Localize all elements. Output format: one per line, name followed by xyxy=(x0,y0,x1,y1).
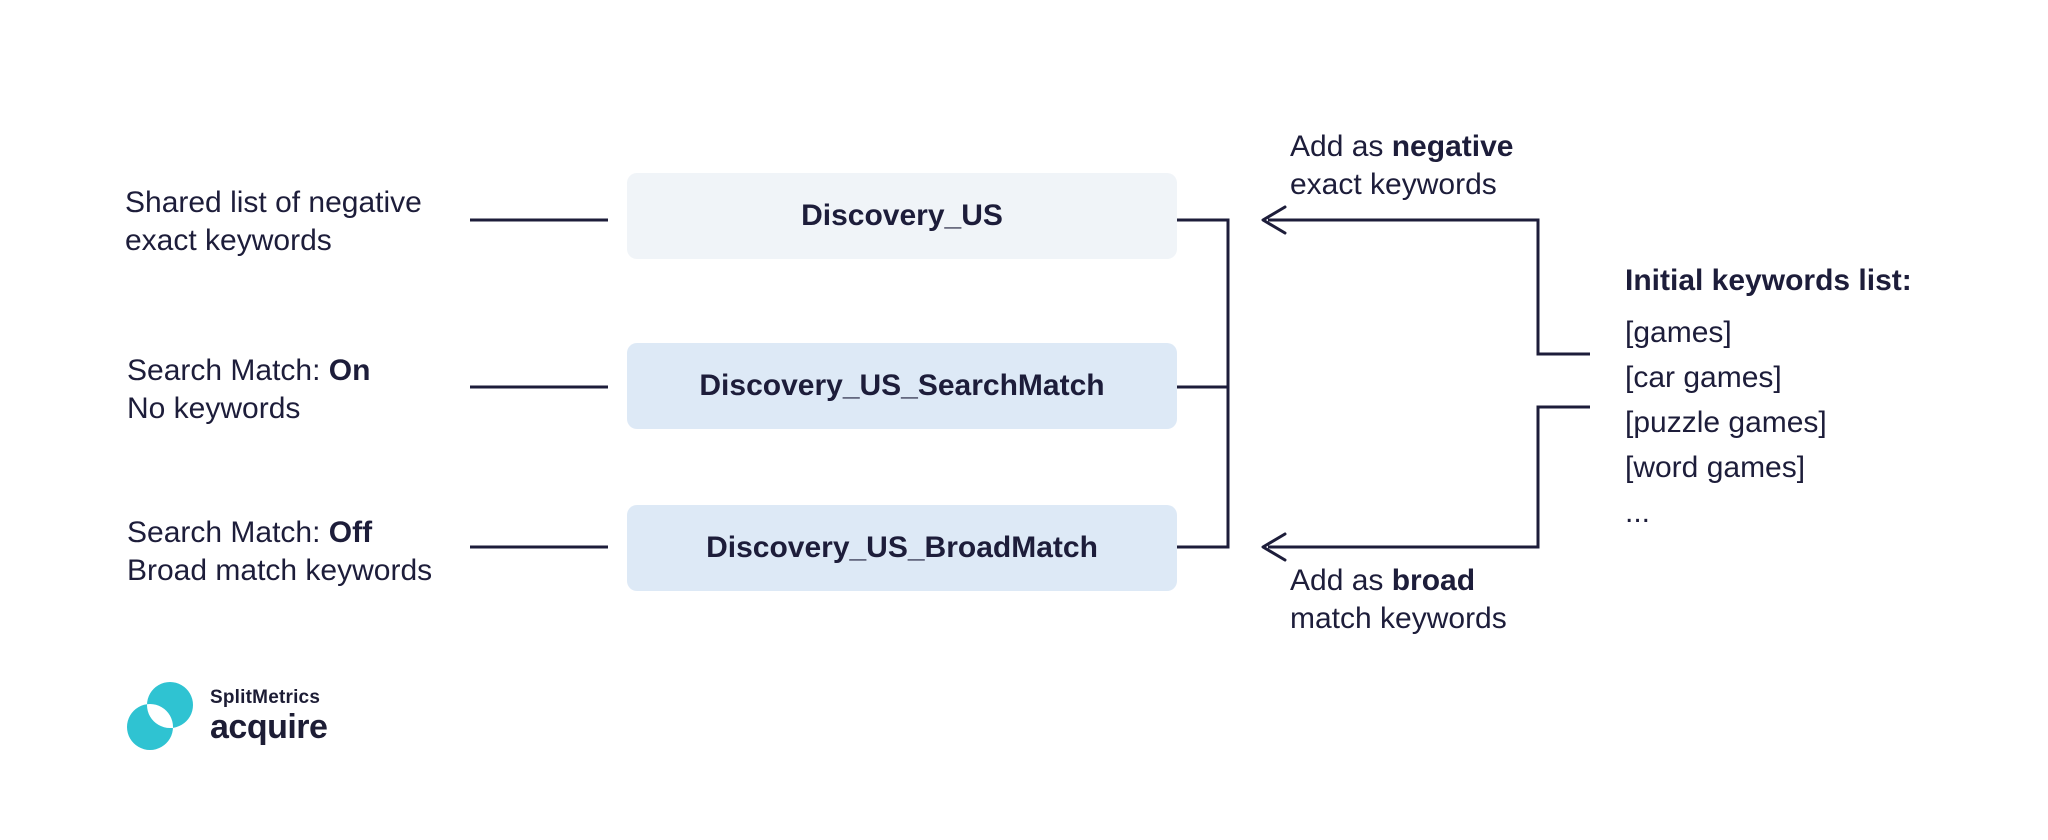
logo-product-text: acquire xyxy=(210,707,328,746)
logo-brand-text: SplitMetrics xyxy=(210,686,321,708)
venn-circles-icon xyxy=(127,682,194,750)
annotation-line: Shared list of negative xyxy=(125,186,422,219)
campaign-box-discovery-us: Discovery_US xyxy=(627,173,1177,259)
keywords-panel: Initial keywords list: [games] [car game… xyxy=(1625,262,1945,542)
annotation-line: Add as negative xyxy=(1290,130,1514,163)
keywords-panel-title: Initial keywords list: xyxy=(1625,264,1912,297)
splitmetrics-acquire-logo: SplitMetrics acquire xyxy=(118,678,328,752)
logo-text-block: SplitMetrics acquire xyxy=(210,686,328,746)
campaign-bracket-line xyxy=(1177,218,1230,549)
annotation-shared-negative-list: Shared list of negative exact keywords xyxy=(125,184,422,260)
negative-keywords-arrow-line xyxy=(1268,218,1590,356)
keyword-item: [car games] xyxy=(1625,361,1782,394)
annotation-line: Add as broad xyxy=(1290,564,1476,597)
keyword-item: ... xyxy=(1625,496,1651,529)
annotation-line: Search Match: Off xyxy=(127,516,373,549)
campaign-box-discovery-us-searchmatch: Discovery_US_SearchMatch xyxy=(627,343,1177,429)
annotation-line: Broad match keywords xyxy=(127,554,433,587)
keyword-item: [puzzle games] xyxy=(1625,406,1827,439)
broad-keywords-arrow-line xyxy=(1268,405,1590,549)
keyword-item: [games] xyxy=(1625,316,1732,349)
arrow-left-icon xyxy=(1261,205,1287,235)
annotation-line: Search Match: On xyxy=(127,354,371,387)
arrow-left-icon xyxy=(1261,532,1287,562)
annotation-add-negative-exact: Add as negative exact keywords xyxy=(1290,128,1513,204)
campaign-box-discovery-us-broadmatch: Discovery_US_BroadMatch xyxy=(627,505,1177,591)
campaign-name: Discovery_US_BroadMatch xyxy=(706,531,1098,564)
annotation-search-match-on: Search Match: On No keywords xyxy=(127,352,370,428)
annotation-search-match-off: Search Match: Off Broad match keywords xyxy=(127,514,432,590)
annotation-add-broad-match: Add as broad match keywords xyxy=(1290,562,1507,638)
campaign-name: Discovery_US_SearchMatch xyxy=(699,369,1105,402)
campaign-name: Discovery_US xyxy=(801,199,1003,232)
annotation-line: No keywords xyxy=(127,392,301,425)
keyword-item: [word games] xyxy=(1625,451,1806,484)
annotation-line: match keywords xyxy=(1290,602,1507,635)
annotation-line: exact keywords xyxy=(125,224,332,257)
annotation-line: exact keywords xyxy=(1290,168,1497,201)
